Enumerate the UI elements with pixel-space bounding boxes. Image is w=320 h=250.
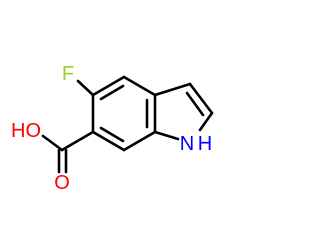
bond-c3-c2-inner (185, 91, 205, 117)
bond-c6-c7-inner (99, 126, 125, 143)
bond-c4-c5 (91, 75, 126, 97)
hydroxyl-label: HO (11, 120, 41, 142)
bond-c6-carboxyl-c (60, 130, 95, 152)
fluorine-label: F (62, 63, 74, 85)
nitrogen-label: N (180, 133, 194, 155)
bond-n1-c7a (153, 130, 180, 141)
bond-lines (41, 75, 214, 174)
bond-c6-c7 (91, 130, 126, 152)
bond-c3-c2 (188, 82, 214, 115)
bond-c3a-c3 (153, 82, 192, 97)
bond-c7-c7a (122, 130, 157, 152)
bond-c4-c5-inner (99, 84, 125, 101)
atom-labels: F HO O N H (11, 63, 212, 194)
bond-c2-n1 (198, 111, 214, 132)
bond-carboxyl-c-oh (41, 134, 64, 152)
molecule-structure: F HO O N H (11, 63, 214, 194)
bond-c3a-c4 (122, 75, 157, 97)
bond-c5-f (76, 79, 95, 97)
carbonyl-oxygen-label: O (54, 172, 70, 194)
nitrogen-hydrogen-label: H (198, 133, 212, 155)
